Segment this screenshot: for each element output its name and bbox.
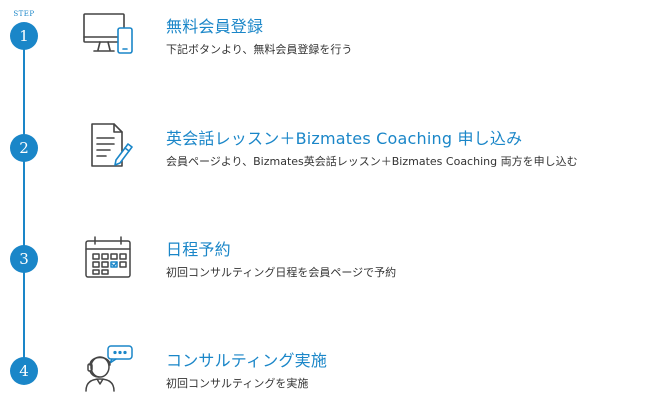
step-2-number: 2 bbox=[10, 134, 38, 162]
step-2-title: 英会話レッスン＋Bizmates Coaching 申し込み bbox=[166, 129, 523, 148]
calendar-icon bbox=[80, 233, 136, 283]
step-3-number: 3 bbox=[10, 245, 38, 273]
step-3-description: 初回コンサルティング日程を会員ページで予約 bbox=[166, 266, 397, 279]
step-1-description: 下記ボタンより、無料会員登録を行う bbox=[166, 43, 353, 56]
step-1-number: 1 bbox=[10, 22, 38, 50]
step-4-description: 初回コンサルティングを実施 bbox=[166, 377, 309, 390]
document-pen-icon bbox=[80, 120, 136, 170]
step-4-title: コンサルティング実施 bbox=[166, 351, 328, 370]
step-1-title: 無料会員登録 bbox=[166, 17, 264, 36]
step-2-description: 会員ページより、Bizmates英会話レッスン＋Bizmates Coachin… bbox=[166, 155, 578, 168]
computer-phone-icon bbox=[80, 8, 136, 58]
step-label: STEP bbox=[13, 10, 35, 18]
step-3-title: 日程予約 bbox=[166, 240, 231, 259]
headset-consultant-icon bbox=[80, 343, 136, 393]
step-4-number: 4 bbox=[10, 357, 38, 385]
timeline-line bbox=[23, 36, 25, 372]
